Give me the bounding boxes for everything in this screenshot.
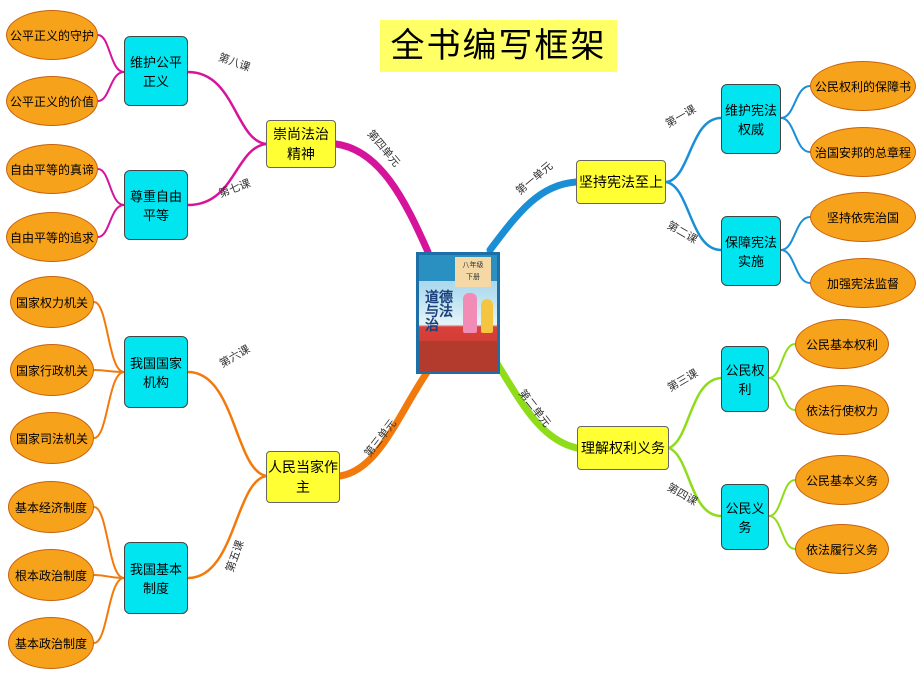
topic-1-2: 治国安邦的总章程 — [810, 127, 916, 177]
branch-topic-2-1 — [780, 216, 811, 251]
branch-lesson-6 — [186, 370, 268, 478]
branch-topic-5-2 — [93, 574, 125, 579]
topic-6-3: 国家司法机关 — [10, 412, 94, 464]
cover-figure-girl — [463, 293, 477, 333]
topic-1-1: 公民权利的保障书 — [810, 61, 916, 111]
branch-lesson-2 — [664, 180, 723, 252]
lesson-5-node: 我国基本制度 — [124, 542, 188, 614]
cover-track — [419, 341, 497, 371]
branch-topic-1-1 — [780, 85, 811, 119]
topic-3-1: 公民基本权利 — [795, 319, 889, 369]
unit-3-node: 人民当家作主 — [266, 451, 340, 503]
cover-grade-tag: 八年级 下册 — [455, 257, 491, 287]
textbook-cover-image: 八年级 下册 道德与法治 — [416, 252, 500, 374]
branch-topic-3-2 — [768, 377, 796, 411]
branch-topic-2-2 — [780, 249, 811, 284]
lesson-6-node: 我国国家机构 — [124, 336, 188, 408]
branch-unit-3 — [336, 364, 434, 480]
topic-6-1: 国家权力机关 — [10, 276, 94, 328]
branch-topic-6-2 — [93, 369, 125, 373]
branch-unit-2 — [492, 358, 581, 452]
branch-topic-6-1 — [93, 301, 125, 373]
topic-5-1: 基本经济制度 — [8, 481, 94, 533]
lesson-8-node: 维护公平正义 — [124, 36, 188, 106]
branch-topic-8-1 — [97, 34, 125, 73]
topic-7-1: 自由平等的真谛 — [6, 144, 98, 194]
page-title: 全书编写框架 — [380, 20, 617, 72]
branch-topic-8-2 — [97, 71, 125, 102]
branch-topic-3-1 — [768, 343, 796, 379]
topic-4-2: 依法履行义务 — [795, 524, 889, 574]
lesson-7-node: 尊重自由平等 — [124, 170, 188, 240]
lesson-2-node: 保障宪法实施 — [721, 216, 781, 286]
topic-5-2: 根本政治制度 — [8, 549, 94, 601]
branch-topic-5-1 — [93, 506, 125, 579]
lesson-3-node: 公民权利 — [721, 346, 769, 412]
branch-lesson-5 — [186, 474, 268, 580]
lesson-1-node: 维护宪法权威 — [721, 84, 781, 154]
branch-topic-1-2 — [780, 117, 811, 153]
cover-figure-boy — [481, 299, 493, 333]
lesson-4-node: 公民义务 — [721, 484, 769, 550]
topic-6-2: 国家行政机关 — [10, 344, 94, 396]
topic-3-2: 依法行使权力 — [795, 385, 889, 435]
topic-5-3: 基本政治制度 — [8, 617, 94, 669]
branch-topic-4-1 — [768, 479, 796, 517]
branch-lesson-1 — [664, 116, 723, 184]
branch-unit-4 — [332, 140, 432, 256]
branch-unit-1 — [486, 178, 580, 254]
cover-grade: 八年级 — [462, 261, 484, 269]
branch-lesson-3 — [667, 376, 723, 450]
cover-volume: 下册 — [466, 273, 480, 281]
branch-topic-6-3 — [93, 371, 125, 439]
branch-lesson-8 — [186, 70, 268, 146]
topic-8-1: 公平正义的守护 — [6, 10, 98, 60]
branch-topic-4-2 — [768, 515, 796, 550]
unit-1-node: 坚持宪法至上 — [576, 160, 666, 204]
branch-lesson-7 — [186, 142, 268, 207]
topic-7-2: 自由平等的追求 — [6, 212, 98, 262]
topic-8-2: 公平正义的价值 — [6, 76, 98, 126]
topic-4-1: 公民基本义务 — [795, 455, 889, 505]
topic-2-1: 坚持依宪治国 — [810, 192, 916, 242]
topic-2-2: 加强宪法监督 — [810, 258, 916, 308]
branch-lesson-4 — [667, 446, 723, 518]
unit-4-node: 崇尚法治精神 — [266, 120, 336, 168]
branch-topic-5-3 — [93, 577, 125, 644]
branch-topic-7-2 — [97, 204, 125, 238]
unit-2-node: 理解权利义务 — [577, 426, 669, 470]
cover-title: 道德与法治 — [425, 290, 453, 334]
branch-topic-7-1 — [97, 168, 125, 206]
